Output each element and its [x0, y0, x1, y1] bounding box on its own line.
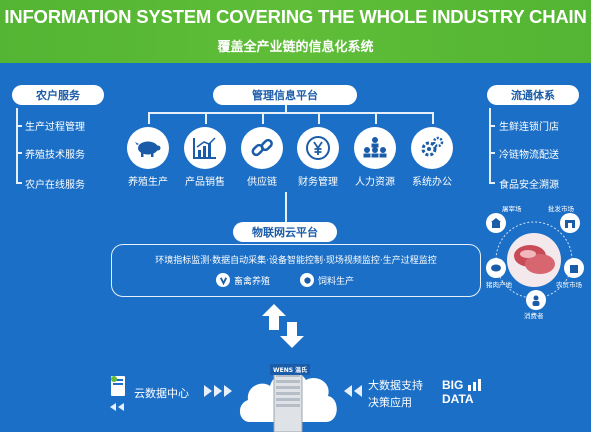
right-connector-line — [489, 108, 491, 184]
module-label: 产品销售 — [185, 177, 225, 188]
iot-description: 环境指标监测·数据自动采集·设备智能控制·现场视频监控·生产过程监控 — [155, 256, 437, 266]
bidirectional-arrows-icon — [258, 302, 308, 350]
center-stem — [285, 105, 287, 113]
data-center-icon — [108, 375, 128, 397]
decision-application-label: 决策应用 — [368, 396, 412, 409]
module-label: 财务管理 — [298, 177, 338, 188]
cloud-data-center-label: 云数据中心 — [134, 387, 189, 400]
left-tick — [16, 152, 22, 154]
cloud-server-graphic: WENS 温氏 — [236, 352, 340, 432]
title-english: INFORMATION SYSTEM COVERING THE WHOLE IN… — [4, 6, 587, 27]
cycle-label: 猪肉产地 — [486, 281, 512, 289]
module-label: 系统办公 — [412, 177, 452, 188]
arrows-left-icon — [110, 396, 128, 411]
right-item: 食品安全溯源 — [499, 180, 559, 191]
pig-icon — [127, 127, 169, 169]
branch-drop — [262, 112, 264, 124]
module-label: 供应链 — [247, 177, 277, 188]
big-data-logo-line1: BIG — [442, 378, 464, 392]
people-hierarchy-icon — [354, 127, 396, 169]
cycle-label: 消费者 — [524, 312, 544, 320]
branch-drop — [205, 112, 207, 124]
arrows-right-icon — [204, 382, 232, 397]
big-data-bars-icon — [468, 376, 482, 391]
branch-drop — [432, 112, 434, 124]
right-tick — [489, 125, 495, 127]
brand-logo: WENS 温氏 — [270, 364, 311, 375]
right-tick — [489, 152, 495, 154]
branch-drop — [148, 112, 150, 124]
gears-icon — [411, 127, 453, 169]
title-chinese: 覆盖全产业链的信息化系统 — [217, 40, 374, 55]
iot-stem — [285, 192, 287, 222]
big-data-support-label: 大数据支持 — [368, 379, 423, 392]
bar-chart-icon — [184, 127, 226, 169]
left-tick — [16, 125, 22, 127]
distribution-system-pill: 流通体系 — [487, 85, 579, 105]
module-label: 养殖生产 — [128, 177, 168, 188]
center-branch-line — [148, 112, 432, 114]
left-item: 生产过程管理 — [25, 122, 85, 133]
cycle-label: 批发市场 — [548, 205, 574, 213]
management-platform-pill: 管理信息平台 — [213, 85, 357, 105]
big-data-logo: BIG DATA — [442, 378, 474, 406]
arrows-left-icon — [344, 382, 364, 397]
right-item: 冷链物流配送 — [499, 150, 559, 161]
left-item: 养殖技术服务 — [25, 150, 85, 161]
farmer-services-pill: 农户服务 — [12, 85, 104, 105]
iot-tag-feed: 饲料生产 — [318, 277, 355, 287]
iot-tag-livestock: 畜禽养殖 — [234, 277, 271, 287]
supply-cycle-diagram: 屠宰场 批发市场 农贸市场 消费者 猪肉产地 — [480, 198, 588, 320]
iot-panel: 环境指标监测·数据自动采集·设备智能控制·现场视频监控·生产过程监控 畜禽养殖 … — [111, 244, 481, 297]
branch-drop — [318, 112, 320, 124]
big-data-logo-line2: DATA — [442, 392, 474, 406]
farmers-market-icon — [564, 258, 584, 278]
feed-icon — [300, 273, 314, 287]
iot-platform-pill: 物联网云平台 — [233, 222, 337, 242]
livestock-icon — [216, 273, 230, 287]
right-item: 生鲜连锁门店 — [499, 122, 559, 133]
chain-link-icon — [241, 127, 283, 169]
branch-drop — [375, 112, 377, 124]
consumer-icon — [526, 290, 546, 310]
left-item: 农户在线服务 — [25, 180, 85, 191]
left-connector-line — [16, 108, 18, 184]
yuan-coin-icon — [297, 127, 339, 169]
module-label: 人力资源 — [355, 177, 395, 188]
header-banner: INFORMATION SYSTEM COVERING THE WHOLE IN… — [0, 0, 591, 63]
cycle-label: 农贸市场 — [556, 281, 582, 289]
pork-origin-icon — [486, 258, 506, 278]
wholesale-market-icon — [560, 213, 580, 233]
cycle-label: 屠宰场 — [502, 205, 522, 213]
slaughterhouse-icon — [486, 213, 506, 233]
left-tick — [16, 182, 22, 184]
right-tick — [489, 182, 495, 184]
